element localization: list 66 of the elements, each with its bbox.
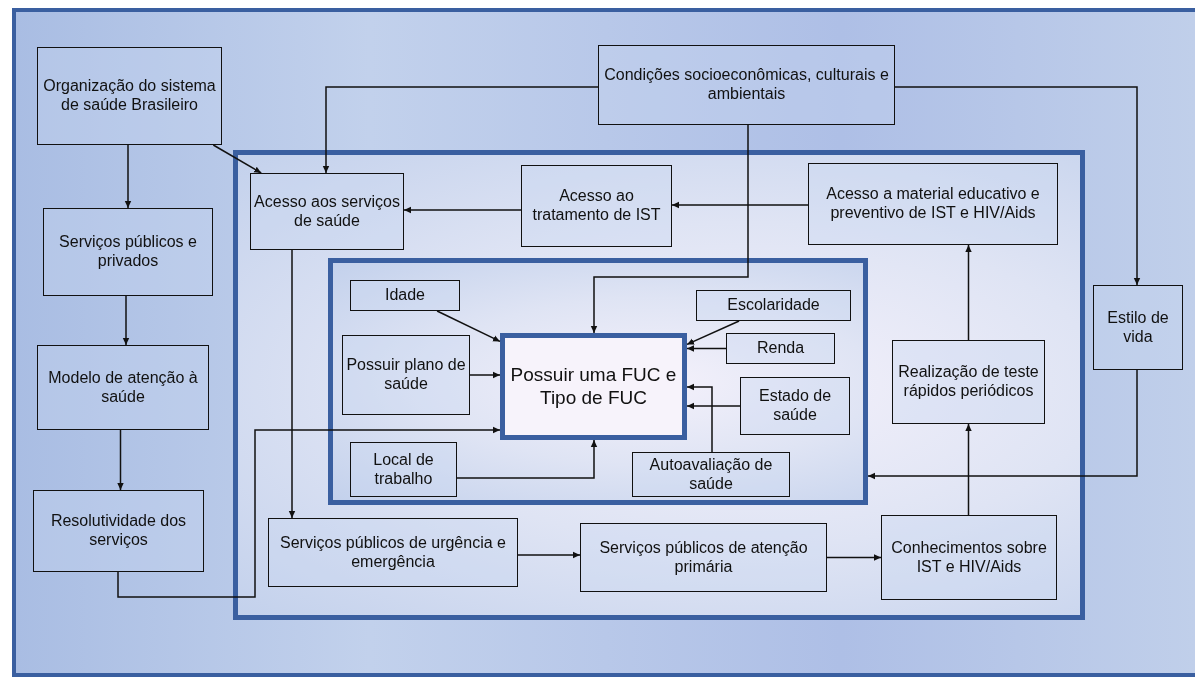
process-box	[881, 515, 1057, 600]
box-label: Escolaridade	[727, 296, 820, 315]
arrow	[686, 383, 713, 453]
box-label: Possuir plano de saúde	[346, 356, 466, 394]
process-box	[43, 208, 213, 296]
process-box	[740, 377, 850, 435]
arrow	[965, 423, 972, 516]
process-box	[250, 173, 404, 250]
box-label: Acesso a material educativo e preventivo de IST e HIV/Aids	[825, 185, 1041, 223]
box-label: Renda	[756, 339, 805, 358]
arrow	[517, 551, 581, 559]
arrow	[322, 86, 599, 174]
arrow	[122, 295, 130, 346]
box-label: Organização do sistema de saúde Brasileiro	[42, 77, 217, 115]
process-box	[342, 335, 470, 415]
arrow	[117, 429, 124, 491]
process-box	[521, 165, 672, 247]
process-box	[580, 523, 827, 592]
arrow	[826, 554, 882, 561]
box-label: Modelo de atenção à saúde	[47, 368, 199, 407]
box-label: Resolutividade dos serviços	[49, 512, 188, 550]
process-box	[37, 345, 209, 430]
process-box	[808, 163, 1058, 245]
arrow	[117, 426, 501, 598]
arrow	[867, 369, 1138, 480]
box-label: Possuir uma FUC e Tipo de FUC	[509, 364, 678, 409]
process-box	[37, 47, 222, 145]
process-box	[696, 290, 851, 321]
box-label: Local de trabalho	[372, 450, 435, 489]
process-box	[892, 340, 1045, 424]
highlighted-box	[500, 333, 687, 440]
process-box	[33, 490, 204, 572]
arrow	[436, 310, 501, 343]
arrow	[671, 201, 809, 209]
arrow	[686, 402, 741, 410]
process-box	[598, 45, 895, 125]
box-label: Autoavaliação de saúde	[648, 455, 774, 494]
box-label: Realização de teste rápidos periódicos	[897, 363, 1040, 401]
box-label: Acesso ao tratamento de IST	[531, 187, 662, 225]
arrow	[456, 439, 598, 479]
process-box	[1093, 285, 1183, 370]
box-label: Serviços públicos e privados	[58, 233, 198, 271]
arrow	[686, 345, 727, 352]
arrow	[469, 371, 501, 379]
process-box	[350, 442, 457, 497]
group-frame	[328, 258, 868, 505]
process-box	[632, 452, 790, 497]
arrow	[590, 124, 749, 334]
arrow	[124, 144, 132, 209]
arrow	[403, 206, 522, 214]
process-box	[268, 518, 518, 587]
arrow	[212, 144, 262, 174]
process-box	[726, 333, 835, 364]
box-label: Acesso aos serviços de saúde	[254, 192, 400, 231]
box-label: Serviços públicos de atenção primária	[598, 538, 809, 577]
box-label: Condições socioeconômicas, culturais e ambientais	[603, 66, 890, 104]
box-label: Estado de saúde	[757, 387, 833, 425]
box-label: Idade	[384, 286, 425, 305]
box-label: Serviços públicos de urgência e emergência	[279, 533, 507, 572]
box-label: Estilo de vida	[1106, 308, 1170, 347]
group-frame	[233, 150, 1085, 620]
process-box	[350, 280, 460, 311]
box-label: Conhecimentos sobre IST e HIV/Aids	[890, 538, 1048, 577]
arrow	[965, 244, 972, 341]
arrow	[288, 249, 296, 519]
arrow	[894, 86, 1141, 286]
